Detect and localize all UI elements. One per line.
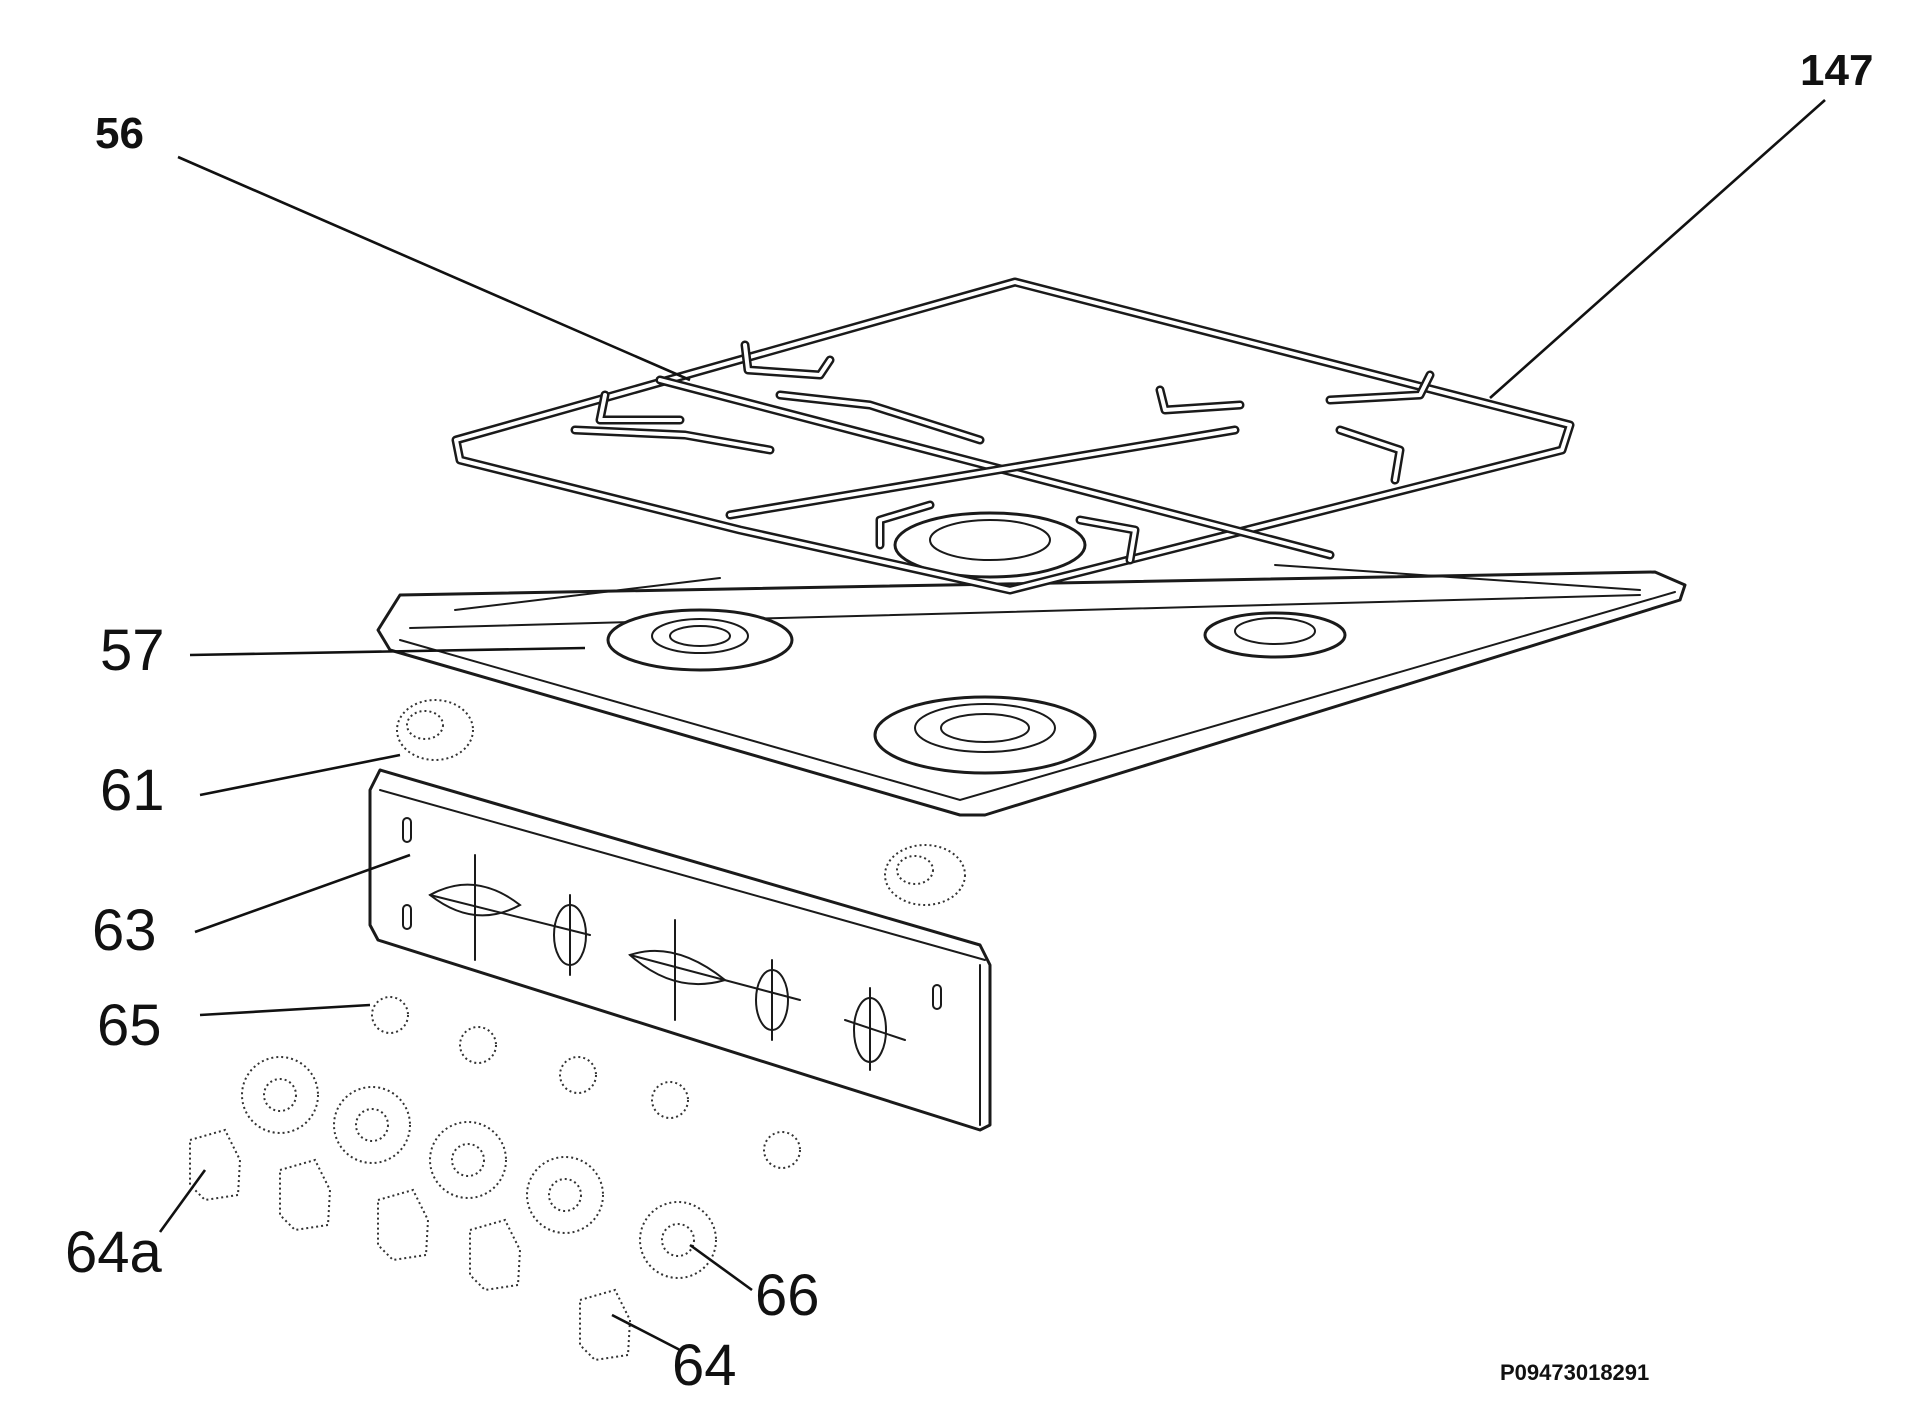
callout-61: 61 (100, 758, 165, 823)
hob-top (376, 511, 1687, 817)
buffer-left (396, 699, 474, 761)
callout-66: 66 (755, 1263, 820, 1328)
callout-64: 64 (672, 1333, 737, 1398)
control-symbol-2 (553, 894, 587, 976)
knob-bezels (241, 1056, 717, 1279)
callout-labels: 56 147 57 61 63 65 64a 66 64 P0947301829… (65, 46, 1873, 1398)
control-symbol-5 (844, 987, 906, 1071)
control-panel (368, 768, 992, 1132)
callout-147: 147 (1800, 46, 1873, 95)
buffer-right (884, 844, 966, 906)
control-knobs (189, 1128, 632, 1362)
leader-lines (158, 99, 1826, 1352)
callout-57: 57 (100, 618, 165, 683)
callout-64a: 64a (65, 1220, 163, 1285)
spindle-adaptors (371, 996, 801, 1169)
callout-65: 65 (97, 993, 162, 1058)
burner-front (873, 695, 1097, 775)
burner-rear (893, 511, 1087, 579)
burner-left (606, 608, 794, 672)
callout-63: 63 (92, 898, 157, 963)
pan-support-grid (451, 277, 1575, 595)
control-symbol-1 (428, 854, 591, 961)
control-symbol-4 (755, 959, 789, 1041)
callout-56: 56 (95, 109, 144, 158)
drawing-code: P09473018291 (1500, 1360, 1649, 1385)
burner-right (1203, 611, 1347, 659)
